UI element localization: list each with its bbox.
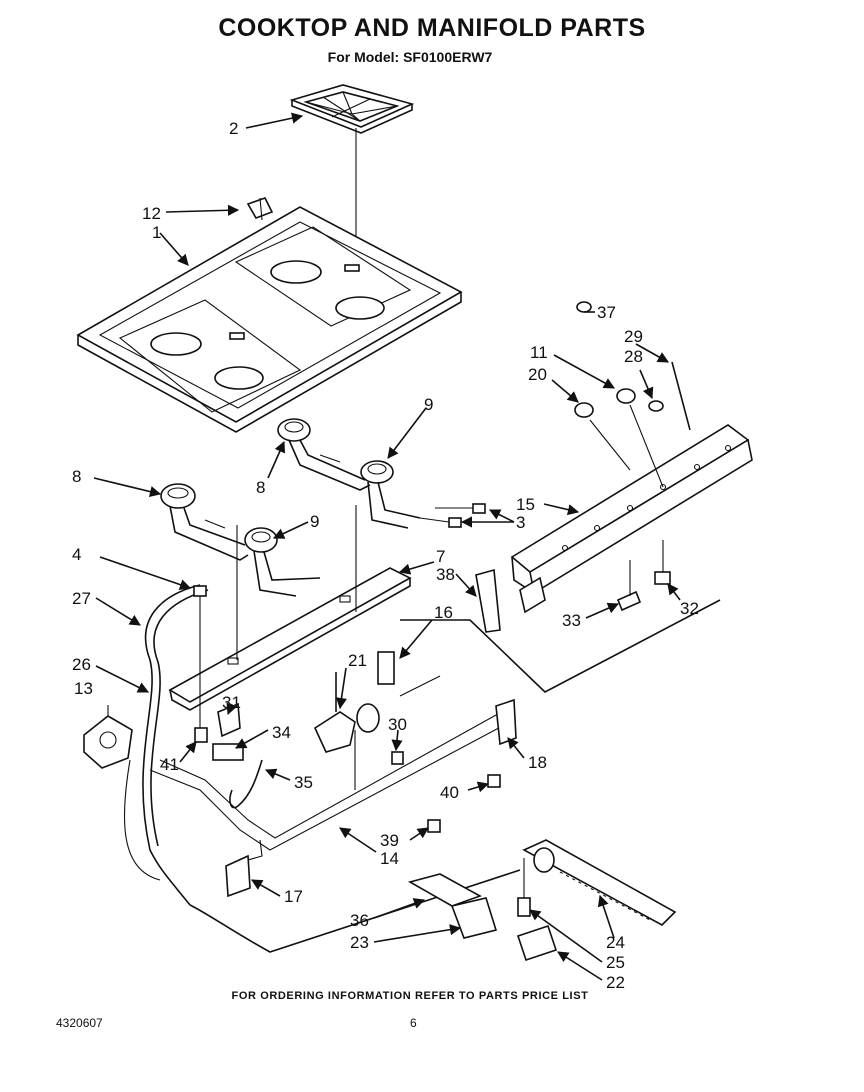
page-title: COOKTOP AND MANIFOLD PARTS bbox=[218, 14, 646, 42]
callout-25: 25 bbox=[606, 953, 625, 972]
panel-clips bbox=[616, 540, 671, 612]
page-number: 6 bbox=[410, 1016, 417, 1030]
callout-37: 37 bbox=[597, 303, 616, 322]
bracket-17-link bbox=[247, 839, 263, 861]
callout-18: 18 bbox=[528, 753, 547, 772]
bracket-18 bbox=[495, 698, 517, 746]
burner-assembly-upper bbox=[277, 418, 421, 529]
cooktop-bracket bbox=[246, 197, 274, 221]
orifice-fittings bbox=[419, 503, 486, 528]
callout-31: 31 bbox=[222, 693, 241, 712]
callout-29: 29 bbox=[624, 327, 643, 346]
callout-7: 7 bbox=[436, 547, 445, 566]
spacer-41 bbox=[194, 727, 208, 743]
gas-tubing bbox=[123, 584, 721, 953]
callout-3: 3 bbox=[516, 513, 525, 532]
callout-1: 1 bbox=[152, 223, 161, 242]
callout-2: 2 bbox=[229, 119, 238, 138]
burner-grate bbox=[289, 84, 415, 134]
callout-22: 22 bbox=[606, 973, 625, 992]
callout-11: 11 bbox=[530, 343, 548, 362]
valve-knobs bbox=[574, 301, 691, 488]
callout-23: 23 bbox=[350, 933, 369, 952]
callout-26: 26 bbox=[72, 655, 91, 674]
screw-30 bbox=[391, 751, 404, 765]
spark-igniter bbox=[313, 651, 441, 753]
callout-8-lower: 8 bbox=[72, 467, 81, 486]
bracket-17 bbox=[225, 854, 251, 898]
regulator-valve bbox=[83, 705, 133, 769]
manifold-panel bbox=[510, 424, 753, 614]
ordering-note: FOR ORDERING INFORMATION REFER TO PARTS … bbox=[231, 990, 589, 1002]
callout-13: 13 bbox=[74, 679, 93, 698]
cooktop-panel bbox=[76, 206, 463, 433]
oven-burner-assembly bbox=[407, 839, 677, 962]
callout-labels: 2 12 1 9 8 8 9 15 3 4 27 26 13 7 38 16 3… bbox=[72, 119, 699, 992]
callout-24: 24 bbox=[606, 933, 625, 952]
callout-30: 30 bbox=[388, 715, 407, 734]
callout-15: 15 bbox=[516, 495, 535, 514]
ignition-bracket bbox=[212, 702, 263, 809]
document-number: 4320607 bbox=[56, 1016, 103, 1030]
callout-21: 21 bbox=[348, 651, 367, 670]
callout-34: 34 bbox=[272, 723, 291, 742]
callout-12: 12 bbox=[142, 204, 161, 223]
callout-14: 14 bbox=[380, 849, 399, 868]
callout-36: 36 bbox=[350, 911, 369, 930]
callout-28: 28 bbox=[624, 347, 643, 366]
callout-4: 4 bbox=[72, 545, 81, 564]
burner-support-bar bbox=[168, 567, 412, 711]
screw-40 bbox=[487, 774, 501, 788]
callout-40: 40 bbox=[440, 783, 459, 802]
screw-39 bbox=[427, 819, 441, 833]
callout-8-upper: 8 bbox=[256, 478, 265, 497]
callout-38: 38 bbox=[436, 565, 455, 584]
callout-27: 27 bbox=[72, 589, 91, 608]
callout-35: 35 bbox=[294, 773, 313, 792]
heat-shield bbox=[475, 568, 501, 633]
screw-4 bbox=[193, 585, 207, 597]
callout-20: 20 bbox=[528, 365, 547, 384]
model-subtitle: For Model: SF0100ERW7 bbox=[327, 49, 493, 65]
callout-32: 32 bbox=[680, 599, 699, 618]
callout-9-upper: 9 bbox=[424, 395, 433, 414]
callout-33: 33 bbox=[562, 611, 581, 630]
callout-39: 39 bbox=[380, 831, 399, 850]
callout-16: 16 bbox=[434, 603, 453, 622]
callout-17: 17 bbox=[284, 887, 303, 906]
callout-leaders bbox=[93, 112, 681, 981]
callout-9-lower: 9 bbox=[310, 512, 319, 531]
callout-41: 41 bbox=[160, 755, 179, 774]
burner-assembly-lower bbox=[160, 483, 321, 597]
